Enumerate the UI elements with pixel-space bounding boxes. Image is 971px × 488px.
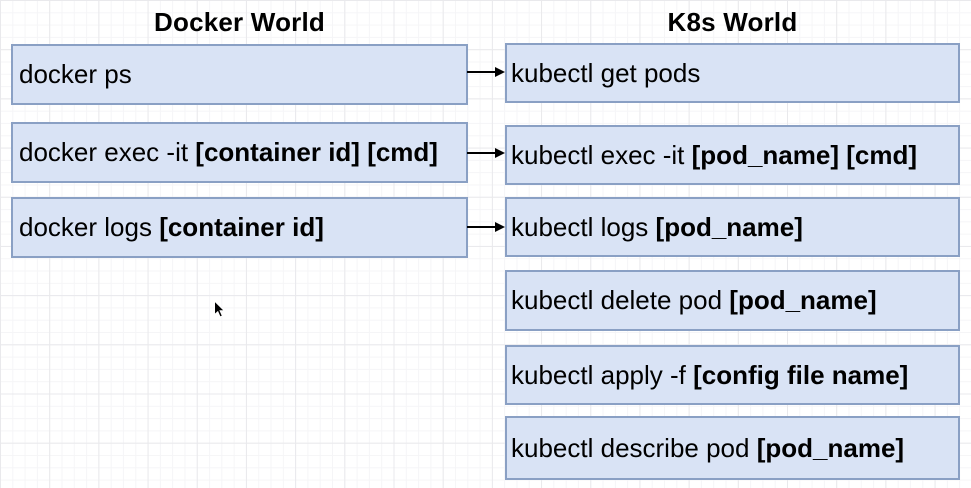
command-args: [pod_name] (729, 285, 877, 315)
column-title-docker: Docker World (154, 7, 325, 37)
command-args: [container id] (159, 212, 324, 242)
command-text: kubectl describe pod (511, 432, 757, 463)
command-text: kubectl apply -f (511, 359, 694, 390)
box-kubectl-apply: kubectl apply -f [config file name] (505, 345, 960, 405)
arrow-ps-to-get-pods-icon (467, 67, 505, 77)
command-args: [pod_name] (756, 432, 905, 463)
command-text: kubectl delete pod (511, 285, 730, 315)
box-docker-logs: docker logs [container id] (11, 197, 468, 258)
command-text: docker exec -it (19, 137, 196, 167)
box-kubectl-describe-pod: kubectl describe pod [pod_name] (505, 416, 960, 480)
command-text: docker logs (19, 212, 160, 242)
box-kubectl-delete-pod: kubectl delete pod [pod_name] (505, 270, 960, 331)
command-args: [pod_name] (655, 211, 803, 242)
mouse-cursor-icon (214, 300, 226, 318)
column-title-k8s: K8s World (667, 7, 798, 37)
box-kubectl-exec: kubectl exec -it [pod_name] [cmd] (505, 125, 960, 185)
arrow-logs-to-logs-icon (467, 222, 505, 232)
box-kubectl-logs: kubectl logs [pod_name] (505, 197, 960, 257)
command-text: docker ps (19, 59, 132, 89)
command-text: kubectl get pods (511, 57, 701, 88)
command-args: [container id] [cmd] (195, 137, 438, 167)
command-args: [config file name] (693, 359, 909, 390)
arrow-exec-to-exec-icon (467, 148, 505, 158)
box-kubectl-get-pods: kubectl get pods (505, 43, 960, 103)
command-text: kubectl logs (511, 211, 656, 242)
command-text: kubectl exec -it (511, 139, 692, 170)
command-args: [pod_name] [cmd] (691, 139, 917, 170)
box-docker-exec: docker exec -it [container id] [cmd] (11, 122, 468, 183)
box-docker-ps: docker ps (11, 44, 468, 105)
